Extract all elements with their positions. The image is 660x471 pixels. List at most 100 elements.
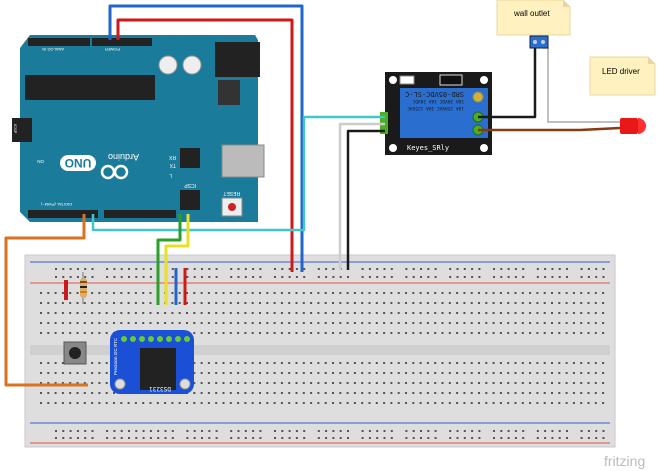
breadboard-hole[interactable] [493, 430, 495, 432]
breadboard-hole[interactable] [339, 392, 342, 394]
breadboard-hole[interactable] [353, 362, 356, 364]
breadboard-hole[interactable] [201, 437, 203, 439]
breadboard-hole[interactable] [390, 402, 393, 404]
breadboard-hole[interactable] [441, 372, 444, 374]
breadboard-hole[interactable] [514, 312, 517, 314]
breadboard-hole[interactable] [83, 332, 86, 334]
breadboard-hole[interactable] [215, 382, 218, 384]
breadboard-hole[interactable] [405, 268, 408, 270]
breadboard-hole[interactable] [478, 332, 480, 334]
breadboard-hole[interactable] [375, 332, 378, 334]
breadboard-hole[interactable] [397, 362, 400, 364]
breadboard-hole[interactable] [120, 268, 123, 270]
breadboard-hole[interactable] [507, 372, 510, 374]
breadboard-hole[interactable] [171, 430, 174, 432]
breadboard-hole[interactable] [390, 312, 393, 314]
breadboard-hole[interactable] [405, 402, 407, 404]
breadboard-hole[interactable] [259, 437, 262, 439]
breadboard-hole[interactable] [492, 382, 495, 384]
breadboard-hole[interactable] [317, 402, 320, 404]
breadboard-hole[interactable] [332, 268, 335, 270]
breadboard-hole[interactable] [128, 268, 130, 270]
breadboard-hole[interactable] [361, 402, 364, 404]
breadboard-hole[interactable] [259, 372, 261, 374]
breadboard-hole[interactable] [361, 430, 364, 432]
breadboard-hole[interactable] [499, 362, 502, 364]
breadboard-hole[interactable] [134, 292, 137, 294]
breadboard-hole[interactable] [543, 302, 546, 304]
breadboard-hole[interactable] [507, 437, 510, 439]
breadboard-hole[interactable] [368, 402, 371, 404]
breadboard-hole[interactable] [317, 322, 320, 324]
breadboard-hole[interactable] [281, 276, 284, 278]
breadboard-hole[interactable] [361, 372, 364, 374]
breadboard-hole[interactable] [375, 372, 378, 374]
breadboard-hole[interactable] [499, 312, 502, 314]
breadboard-hole[interactable] [40, 332, 42, 334]
breadboard-hole[interactable] [499, 322, 502, 324]
breadboard-hole[interactable] [171, 322, 174, 324]
breadboard-hole[interactable] [106, 276, 109, 278]
breadboard-hole[interactable] [310, 402, 313, 404]
breadboard-hole[interactable] [178, 292, 181, 294]
breadboard-hole[interactable] [40, 312, 42, 314]
breadboard-hole[interactable] [229, 402, 232, 404]
breadboard-hole[interactable] [375, 302, 378, 304]
breadboard-hole[interactable] [412, 392, 415, 394]
breadboard-hole[interactable] [98, 382, 101, 384]
breadboard-hole[interactable] [193, 302, 196, 304]
breadboard-hole[interactable] [113, 430, 116, 432]
breadboard-hole[interactable] [347, 437, 349, 439]
breadboard-hole[interactable] [76, 312, 79, 314]
breadboard-hole[interactable] [339, 362, 342, 364]
breadboard-hole[interactable] [543, 402, 546, 404]
breadboard-hole[interactable] [383, 372, 386, 374]
breadboard-hole[interactable] [507, 312, 510, 314]
breadboard-hole[interactable] [259, 402, 261, 404]
breadboard-hole[interactable] [353, 402, 356, 404]
breadboard-hole[interactable] [149, 437, 152, 439]
breadboard-hole[interactable] [222, 332, 225, 334]
breadboard-hole[interactable] [390, 392, 393, 394]
breadboard-hole[interactable] [383, 312, 386, 314]
breadboard-hole[interactable] [324, 302, 327, 304]
breadboard-hole[interactable] [273, 392, 276, 394]
breadboard-hole[interactable] [368, 382, 371, 384]
breadboard-hole[interactable] [499, 382, 502, 384]
breadboard-hole[interactable] [317, 372, 320, 374]
breadboard-hole[interactable] [463, 392, 466, 394]
breadboard-hole[interactable] [295, 292, 298, 294]
breadboard-hole[interactable] [427, 430, 430, 432]
breadboard-hole[interactable] [178, 402, 181, 404]
breadboard-hole[interactable] [544, 437, 547, 439]
breadboard-hole[interactable] [375, 322, 378, 324]
breadboard-hole[interactable] [302, 312, 305, 314]
breadboard-hole[interactable] [478, 268, 481, 270]
breadboard-hole[interactable] [572, 332, 575, 334]
breadboard-hole[interactable] [580, 437, 583, 439]
breadboard-hole[interactable] [492, 332, 495, 334]
pushbutton[interactable] [63, 341, 87, 365]
breadboard-hole[interactable] [84, 437, 87, 439]
breadboard-hole[interactable] [551, 372, 553, 374]
breadboard-hole[interactable] [522, 437, 525, 439]
breadboard-hole[interactable] [602, 322, 605, 324]
breadboard-hole[interactable] [346, 392, 349, 394]
breadboard-hole[interactable] [485, 382, 488, 384]
breadboard-hole[interactable] [594, 392, 597, 394]
breadboard-hole[interactable] [273, 332, 276, 334]
breadboard-hole[interactable] [536, 402, 539, 404]
breadboard-hole[interactable] [441, 292, 444, 294]
breadboard-hole[interactable] [441, 332, 444, 334]
breadboard-hole[interactable] [295, 268, 298, 270]
breadboard-hole[interactable] [54, 292, 57, 294]
breadboard-hole[interactable] [412, 312, 415, 314]
breadboard-hole[interactable] [164, 312, 167, 314]
breadboard-hole[interactable] [83, 402, 86, 404]
breadboard-hole[interactable] [456, 292, 459, 294]
breadboard-hole[interactable] [61, 312, 64, 314]
breadboard-hole[interactable] [149, 322, 152, 324]
breadboard-hole[interactable] [288, 362, 291, 364]
breadboard-hole[interactable] [47, 322, 50, 324]
breadboard-hole[interactable] [288, 372, 291, 374]
